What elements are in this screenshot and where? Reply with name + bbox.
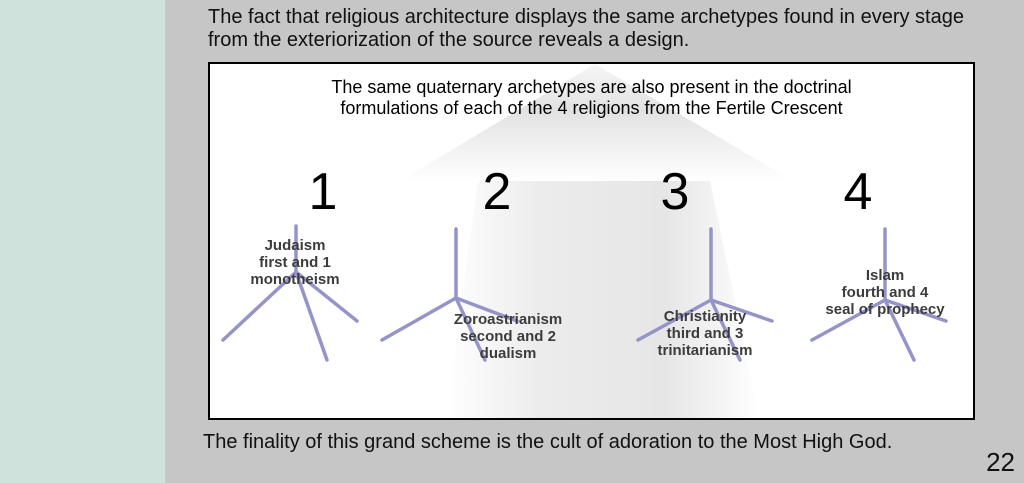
label-islam: Islam fourth and 4 seal of prophecy (825, 267, 945, 318)
diagram-panel: The same quaternary archetypes are also … (208, 62, 975, 420)
sidebar-panel (0, 0, 165, 483)
arrow-background (400, 64, 793, 418)
number-1: 1 (308, 163, 338, 221)
label-zoroastrianism: Zoroastrianism second and 2 dualism (453, 311, 563, 362)
top-statement: The fact that religious architecture dis… (208, 6, 964, 51)
up-arrow-head (400, 64, 793, 181)
page-number: 22 (986, 447, 1015, 477)
bottom-statement: The finality of this grand scheme is the… (203, 431, 893, 453)
tripod-3 (636, 227, 774, 362)
label-christianity: Christianity third and 3 trinitarianism (657, 308, 753, 359)
tripod-1 (221, 224, 359, 362)
number-2: 2 (482, 163, 512, 221)
up-arrow-shaft (445, 181, 760, 418)
number-4: 4 (843, 163, 873, 221)
number-3: 3 (660, 163, 690, 221)
tripod-4 (810, 227, 948, 362)
panel-title: The same quaternary archetypes are also … (331, 77, 852, 118)
tripod-figures (221, 224, 948, 362)
tripod-2 (380, 227, 519, 362)
label-judaism: Judaism first and 1 monotheism (250, 237, 340, 288)
